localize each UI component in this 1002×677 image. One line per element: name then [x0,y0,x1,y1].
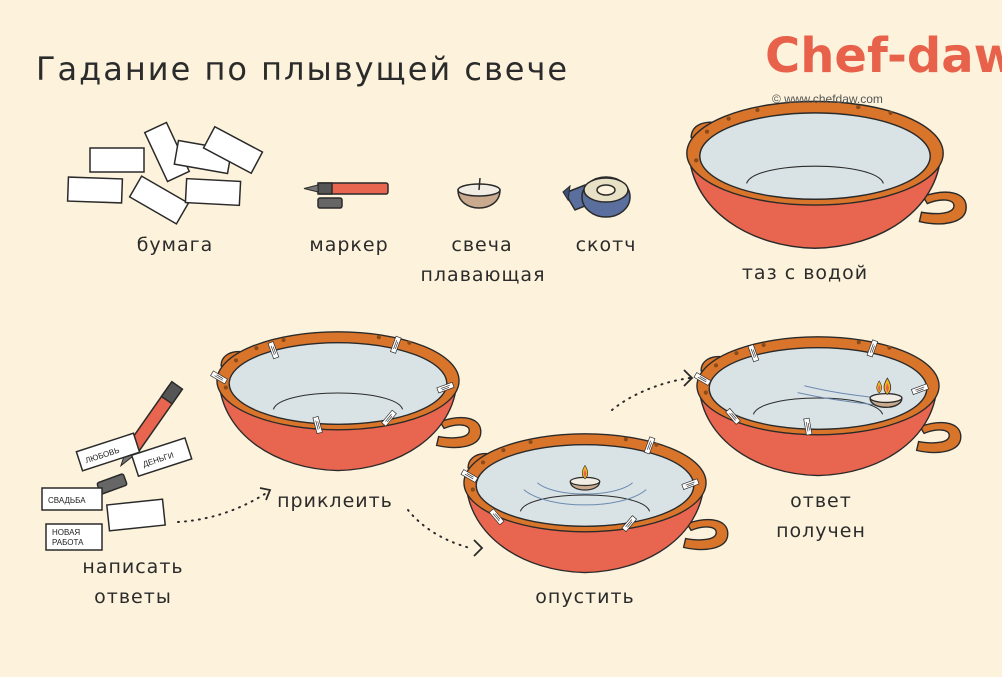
svg-text:СВАДЬБА: СВАДЬБА [48,496,86,505]
step-label-answer-line2: получен [776,520,866,542]
lower-candle-basin-illustration [460,433,729,574]
item-label-tape: скотч [575,234,637,256]
svg-text:НОВАЯ: НОВАЯ [52,528,80,537]
item-label-candle-line1: свеча [451,234,513,256]
answer-received-basin-illustration [693,336,962,477]
stick-notes-basin-illustration [210,331,482,472]
flow-arrows [177,377,691,549]
floating-candle-icon [457,177,501,209]
item-label-basin: таз с водой [741,262,869,284]
write-answers-illustration: ЛЮБОВЬ ДЕНЬГИ СВАДЬБА НОВАЯ РАБОТА [41,380,193,551]
basin-with-water-illustration [686,100,967,249]
item-label-marker: маркер [309,234,389,256]
arrow-write-to-stick [177,491,269,523]
step-label-write-line1: написать [82,556,184,578]
page-title: Гадание по плывущей свече [36,50,570,88]
tape-roll-icon [562,176,631,218]
step-label-lower: опустить [535,586,635,608]
copyright-text: © www.chefdaw.com [772,92,883,106]
step-label-write-line2: ответы [94,586,172,608]
marker-icon [303,182,389,209]
paper-sheets-icon [66,121,264,225]
arrow-lower-to-answer [611,377,691,411]
svg-text:РАБОТА: РАБОТА [52,538,84,547]
brand-logo: Chef-daw [765,28,1002,84]
arrow-heads [259,369,694,557]
item-label-candle-line2: плавающая [420,264,546,286]
item-label-paper: бумага [136,234,214,256]
arrow-stick-to-lower [407,509,471,549]
step-label-answer-line1: ответ [790,490,852,512]
step-label-stick: приклеить [277,490,393,512]
